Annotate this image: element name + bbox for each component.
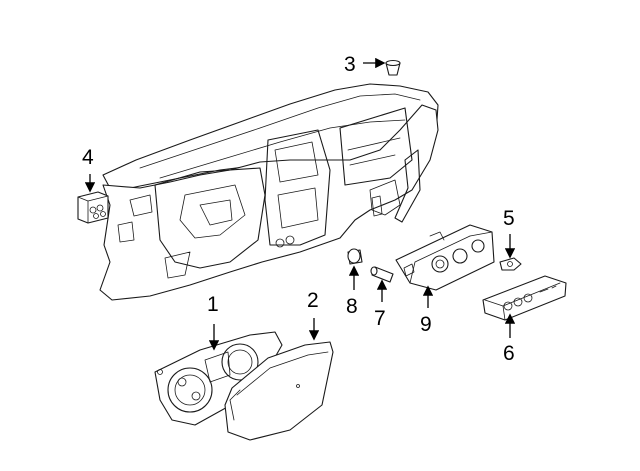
part-4-switch-illustration xyxy=(77,191,109,224)
callout-8: 8 xyxy=(346,295,358,318)
part-7-bulb-illustration xyxy=(370,266,394,283)
callout-9: 9 xyxy=(420,313,432,336)
callout-6: 6 xyxy=(503,342,515,365)
callout-7: 7 xyxy=(374,307,386,330)
part-2-cluster-lens-illustration xyxy=(224,341,334,441)
part-5-knob-illustration xyxy=(499,257,522,271)
part-8-knob-illustration xyxy=(347,248,363,265)
part-9-climate-control-illustration xyxy=(395,224,495,291)
instrument-panel-illustration xyxy=(99,83,439,301)
callout-5: 5 xyxy=(503,207,515,230)
callout-2: 2 xyxy=(307,289,319,312)
part-6-control-panel-illustration xyxy=(482,275,567,321)
callout-1: 1 xyxy=(207,293,219,316)
callout-3: 3 xyxy=(344,53,356,76)
callout-arrows xyxy=(84,57,516,351)
part-3-plug-illustration xyxy=(385,59,401,76)
callout-4: 4 xyxy=(82,146,94,169)
